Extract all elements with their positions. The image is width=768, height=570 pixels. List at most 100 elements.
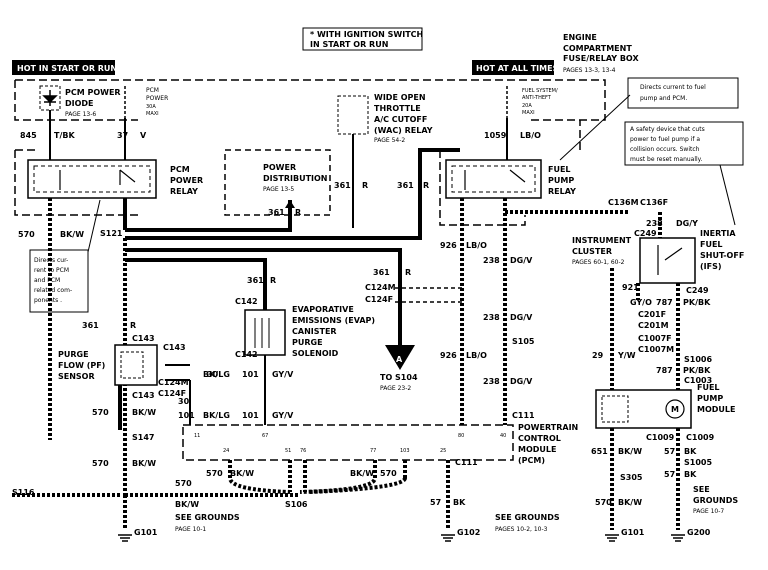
bkw-g: BK/W — [618, 447, 642, 456]
bk-c: BK — [453, 498, 466, 507]
pcm-pin-51: 51 — [285, 448, 291, 454]
w101-b: 101 — [242, 411, 259, 420]
pcm-module-l1: POWERTRAIN — [518, 423, 578, 432]
fuel-pump-module: M FUEL PUMP MODULE — [595, 383, 735, 429]
gyv-b: GY/V — [272, 411, 294, 420]
r-c: R — [423, 181, 429, 190]
w361-c: 361 — [397, 181, 414, 190]
pcm-pin-25: 25 — [440, 448, 446, 454]
arrow-a-label: A — [396, 355, 403, 364]
w30-b: 30 — [178, 397, 190, 406]
c143-c: C143 — [132, 391, 155, 400]
pcm-diode-label-3: PAGE 13-6 — [65, 111, 96, 118]
c124f-b: C124F — [158, 389, 186, 398]
pcm-note-4: related com- — [34, 287, 72, 294]
c143-b: C143 — [163, 343, 186, 352]
g101-b: G101 — [621, 528, 645, 537]
w651: 651 — [591, 447, 608, 456]
pcm-diode-label-1: PCM POWER — [65, 88, 121, 97]
ignition-note: * WITH IGNITION SWITCH IN START OR RUN — [302, 27, 423, 51]
g200: G200 — [687, 528, 711, 537]
pcm-relay-l3: RELAY — [170, 187, 198, 196]
fuel-relay-l1: FUEL — [548, 165, 571, 174]
w57-b: 57 — [664, 470, 675, 479]
bkw-f: BK/W — [350, 469, 374, 478]
pcm-pin-67: 67 — [262, 433, 268, 439]
w921: 921 — [622, 283, 639, 292]
c1007m: C1007M — [638, 345, 674, 354]
s116: S116 — [12, 488, 35, 497]
w57-a: 57 — [664, 447, 675, 456]
r-f: R — [130, 321, 136, 330]
ground-note-1b: PAGE 10-1 — [175, 526, 206, 533]
wac-relay-l4: (WAC) RELAY — [374, 126, 433, 135]
fuel-pump-relay: FUEL PUMP RELAY — [445, 159, 576, 199]
evap-l3: CANISTER — [292, 327, 337, 336]
evap-l4: PURGE — [292, 338, 323, 347]
instrument-cluster: INSTRUMENT CLUSTER PAGES 60-1, 60-2 — [572, 236, 632, 266]
fuse-box-line-3: FUSE/RELAY BOX — [563, 54, 639, 63]
w361-e: 361 — [373, 268, 390, 277]
splice-labels: S121 S147 S116 S106 S105 S305 S1005 S100… — [12, 229, 712, 509]
wac-relay-l2: THROTTLE — [374, 104, 421, 113]
c1009-a: C1009 — [686, 433, 715, 442]
pcm-pin-76: 76 — [300, 448, 306, 454]
dgv-a: DG/V — [510, 256, 533, 265]
ifs-l4: (IFS) — [700, 262, 722, 271]
w57-c: 57 — [430, 498, 441, 507]
feed-wires — [49, 110, 508, 160]
c111-b: C111 — [512, 411, 535, 420]
pump-l1: FUEL — [697, 383, 720, 392]
power-dist-l2: DISTRIBUTION — [263, 174, 328, 183]
c124-dash — [395, 287, 462, 303]
ground-note-2b: PAGES 10-2, 10-3 — [495, 526, 548, 533]
hot-all-times-badge: HOT AT ALL TIMES — [472, 60, 559, 75]
cluster-l3: PAGES 60-1, 60-2 — [572, 259, 625, 266]
wire-labels: 361 R 361 R 361 R 361 R 361 R 361 R 570 … — [18, 181, 711, 509]
g101-a: G101 — [134, 528, 158, 537]
dgy-a: DG/Y — [676, 219, 698, 228]
power-distribution: POWER DISTRIBUTION PAGE 13-5 — [263, 163, 328, 193]
pcm-power-relay: PCM POWER RELAY — [27, 159, 203, 199]
c1007f: C1007F — [638, 334, 672, 343]
c136f: C136F — [640, 198, 668, 207]
w570-c: 570 — [92, 459, 109, 468]
pcm-relay-l2: POWER — [170, 176, 203, 185]
power-dist-l3: PAGE 13-5 — [263, 186, 294, 193]
ground-note-3b: GROUNDS — [693, 496, 738, 505]
connector-labels: C143 C143 C143 C142 C142 C124M C124F C12… — [132, 198, 715, 467]
bk-b: BK — [684, 470, 697, 479]
fuel-fuse-l4: MAXI — [522, 110, 535, 116]
pcm-pin-40: 40 — [500, 433, 506, 439]
ifs-note-3: collision occurs. Switch — [630, 146, 700, 153]
pf-l2: FLOW (PF) — [58, 361, 105, 370]
cluster-l2: CLUSTER — [572, 247, 612, 256]
evap-solenoid: EVAPORATIVE EMISSIONS (EVAP) CANISTER PU… — [244, 305, 375, 358]
c249-b: C249 — [686, 286, 709, 295]
wire-845-label: 845 — [20, 131, 37, 140]
pf-l1: PURGE — [58, 350, 89, 359]
pcm-fuse-l2: POWER — [146, 95, 168, 102]
ground-note-2a: SEE GROUNDS — [495, 513, 560, 522]
pcm-relay-enclosure — [224, 149, 331, 216]
bkw-a: BK/W — [60, 230, 84, 239]
evap-l5: SOLENOID — [292, 349, 339, 358]
ifs-l3: SHUT-OFF — [700, 251, 744, 260]
r-e: R — [405, 268, 411, 277]
ignition-note-line-1: * WITH IGNITION SWITCH — [310, 30, 423, 39]
c1009-b: C1009 — [646, 433, 675, 442]
wire-v-label: V — [140, 131, 147, 140]
evap-l1: EVAPORATIVE — [292, 305, 354, 314]
s1006: S1006 — [684, 355, 712, 364]
w570-f: 570 — [380, 469, 397, 478]
w30-a: 30 — [207, 370, 219, 379]
pcm-relay-l1: PCM — [170, 165, 190, 174]
wire-lbo-label: LB/O — [520, 131, 541, 140]
ifs-wires — [610, 212, 680, 390]
fuel-relay-note-1: Directs current to fuel — [640, 84, 706, 91]
fuel-relay-note-2: pump and PCM. — [640, 95, 687, 102]
yw: Y/W — [617, 351, 636, 360]
pcm-pin-77: 77 — [370, 448, 376, 454]
w361-a: 361 — [268, 208, 285, 217]
